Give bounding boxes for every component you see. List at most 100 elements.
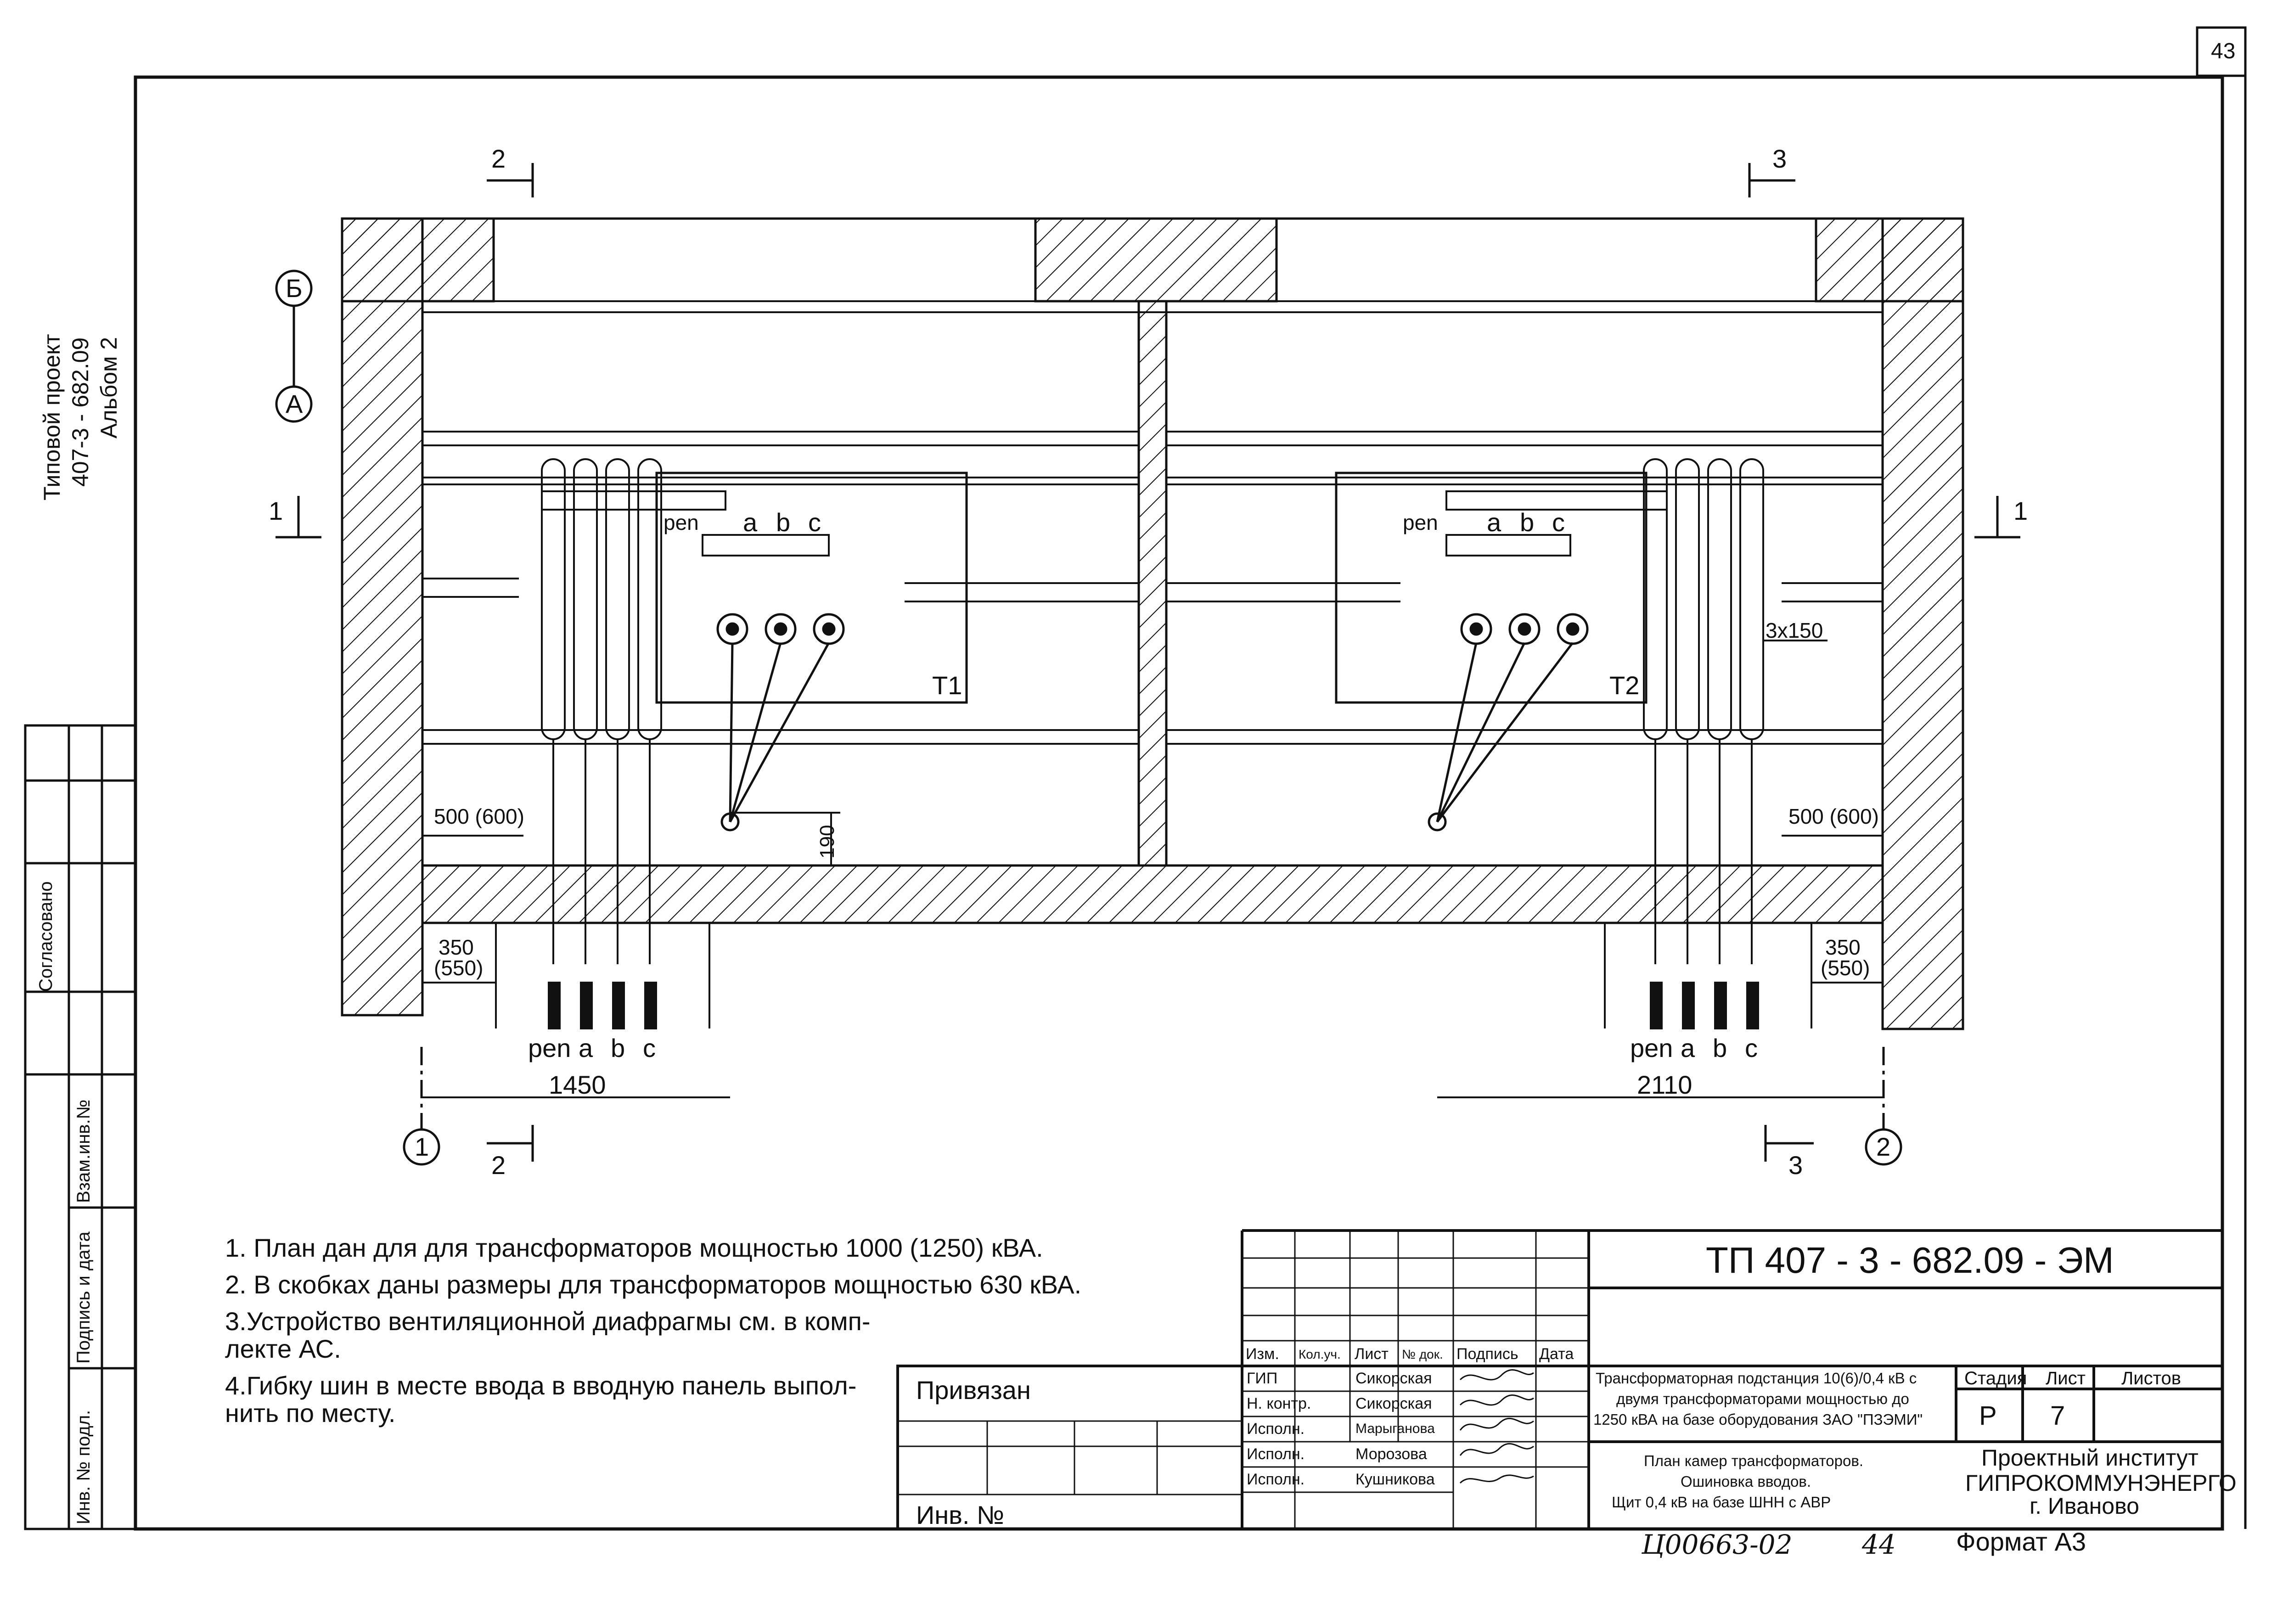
name-kushnikova: Кушникова [1355, 1471, 1435, 1488]
bus-label-b-bottom-right: b [1713, 1034, 1727, 1062]
section-2-top: 2 [491, 144, 506, 173]
title-block-grid [898, 1231, 1589, 1529]
bus-label-c-bottom-right: c [1745, 1034, 1758, 1062]
bus-label-pen-right: pen [1403, 511, 1438, 534]
role-ispoln-2: Исполн. [1247, 1445, 1305, 1463]
walls [341, 217, 1964, 1030]
name-sikorskaya-2: Сикорская [1355, 1395, 1432, 1412]
sheet-title-1: План камер трансформаторов. [1644, 1452, 1864, 1469]
note-1: 1. План дан для для трансформаторов мощн… [225, 1233, 1043, 1262]
name-morozova: Морозова [1355, 1445, 1427, 1463]
side-stamp-frame [24, 724, 137, 1530]
bus-label-a-left: a [743, 508, 758, 537]
dim-3x150: 3x150 [1766, 618, 1823, 642]
role-ispoln-1: Исполн. [1247, 1420, 1305, 1438]
bus-label-c-right: c [1552, 508, 1565, 537]
header-izm: Изм. [1246, 1345, 1279, 1363]
inv-podl-label: Инв. № подл. [73, 1410, 94, 1524]
signature-date-label: Подпись и дата [73, 1231, 94, 1364]
header-list: Лист [1355, 1345, 1389, 1363]
axis-a: А [286, 389, 303, 418]
agreed-label: Согласовано [36, 881, 56, 992]
dim-500-left: 500 (600) [434, 804, 524, 828]
note-3-cont: лекте АС. [225, 1334, 341, 1363]
institute-line-3: г. Иваново [2030, 1493, 2139, 1519]
bus-label-c-bottom-left: c [643, 1034, 656, 1062]
note-2: 2. В скобках даны размеры для трансформа… [225, 1270, 1082, 1299]
dim-350-right-b: (550) [1821, 956, 1870, 980]
bus-label-a-bottom-left: a [579, 1034, 593, 1062]
axis-b: Б [286, 274, 303, 303]
bus-label-pen-left: pen [664, 511, 699, 534]
dim-500-right: 500 (600) [1788, 804, 1879, 828]
dim-350-left-b: (550) [434, 956, 484, 980]
role-n-kontr: Н. контр. [1247, 1395, 1311, 1412]
note-4: 4.Гибку шин в месте ввода в вводную пане… [225, 1371, 857, 1400]
dim-190: 190 [816, 825, 838, 859]
section-1-right: 1 [2013, 496, 2028, 525]
privyazan-label: Привязан [916, 1376, 1031, 1405]
vzam-inv-label: Взам.инв.№ [73, 1099, 94, 1203]
dim-350-left-a: 350 [439, 935, 474, 959]
room-lines [422, 300, 1883, 1028]
handwritten-page: 44 [1862, 1529, 1896, 1560]
bus-label-b-right: b [1520, 508, 1535, 537]
name-sikorskaya-1: Сикорская [1355, 1370, 1432, 1387]
section-3-bottom: 3 [1788, 1151, 1803, 1180]
document-code: ТП 407 - 3 - 682.09 - ЭМ [1706, 1240, 2114, 1281]
transformer-t1-label: Т1 [932, 671, 962, 700]
sheet-value: 7 [2050, 1401, 2065, 1431]
header-signature: Подпись [1456, 1345, 1518, 1363]
header-kol-uch: Кол.уч. [1299, 1347, 1341, 1361]
note-3: 3.Устройство вентиляционной диафрагмы см… [225, 1307, 871, 1336]
role-gip: ГИП [1247, 1370, 1278, 1387]
bus-label-a-bottom-right: a [1681, 1034, 1695, 1062]
bus-label-b-bottom-left: b [611, 1034, 625, 1062]
bus-label-a-right: a [1487, 508, 1501, 537]
dimension-lines [422, 640, 1884, 1098]
section-marks [275, 163, 2020, 1166]
project-label: Типовой проект [39, 334, 65, 500]
sheet-title-3: Щит 0,4 кВ на базе ШНН с АВР [1612, 1494, 1831, 1511]
signatures [1459, 1369, 1534, 1484]
bus-label-c-left: c [808, 508, 821, 537]
transformer-t2 [1335, 472, 1648, 832]
handwritten-number: Ц00663-02 [1642, 1529, 1793, 1560]
stage-label: Стадия [1964, 1368, 2027, 1388]
note-4-cont: нить по месту. [225, 1399, 396, 1427]
project-number: 407-3 - 682.09 [67, 337, 93, 487]
album-label: Альбом 2 [96, 337, 122, 438]
format-label: Формат А3 [1956, 1527, 2086, 1556]
institute-line-1: Проектный институт [1981, 1445, 2199, 1471]
header-date: Дата [1539, 1345, 1574, 1363]
sheet-label: Лист [2046, 1368, 2086, 1388]
project-description-2: двумя трансформаторами мощностью до [1616, 1390, 1909, 1407]
busbars-left [541, 458, 830, 1029]
axis-2: 2 [1876, 1132, 1891, 1161]
project-description-3: 1250 кВА на базе оборудования ЗАО "ПЗЭМИ… [1593, 1411, 1923, 1428]
role-ispoln-3: Исполн. [1247, 1471, 1305, 1488]
project-description-1: Трансформаторная подстанция 10(6)/0,4 кВ… [1596, 1370, 1917, 1387]
bus-label-b-left: b [776, 508, 791, 537]
section-3-top: 3 [1772, 144, 1787, 173]
axis-1: 1 [415, 1132, 429, 1161]
name-maryganova: Марыганова [1355, 1421, 1435, 1436]
institute-line-2: ГИПРОКОММУНЭНЕРГО [1965, 1470, 2237, 1496]
dim-1450: 1450 [549, 1070, 606, 1099]
header-doc-no: № док. [1402, 1347, 1443, 1361]
transformer-t2-label: Т2 [1609, 671, 1640, 700]
section-1-left: 1 [269, 496, 283, 525]
sheets-label: Листов [2121, 1368, 2181, 1388]
dim-350-right-a: 350 [1825, 935, 1861, 959]
page-number: 43 [2211, 39, 2236, 63]
bus-label-pen-bottom-right: pen [1630, 1034, 1673, 1062]
bus-label-pen-bottom-left: pen [528, 1034, 571, 1062]
section-2-bottom: 2 [491, 1151, 506, 1180]
stage-value: Р [1979, 1401, 1997, 1431]
sheet-title-2: Ошиновка вводов. [1681, 1473, 1811, 1490]
transformer-t1 [655, 472, 968, 832]
dim-2110: 2110 [1637, 1070, 1693, 1099]
inv-no-label: Инв. № [916, 1500, 1005, 1529]
